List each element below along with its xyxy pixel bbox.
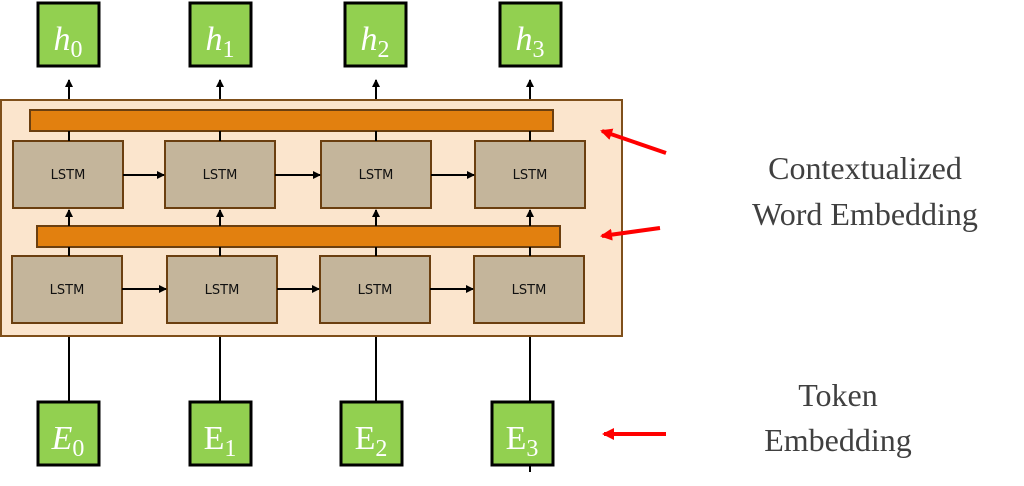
red-arrow-top-layer <box>600 128 667 155</box>
input-box-e1-symbol: E <box>204 420 225 457</box>
lstm-cell: LSTM <box>320 140 432 209</box>
lstm-cell: LSTM <box>474 140 586 209</box>
contextual-label-line2: Word Embedding <box>752 196 978 232</box>
lstm-label: LSTM <box>50 283 85 298</box>
lstm-label: LSTM <box>51 168 86 183</box>
output-box-h1: h1 <box>188 1 253 68</box>
top-combine-bar <box>29 109 554 132</box>
svg-text:h3: h3 <box>516 21 545 63</box>
output-box-h2: h2 <box>343 1 408 68</box>
output-box-h3: h3 <box>498 1 563 68</box>
contextual-label-line1: Contextualized <box>768 150 962 186</box>
input-box-e3: E3 <box>490 400 555 467</box>
input-box-e0: E0 <box>36 400 101 467</box>
input-box-e1-subscript: 1 <box>224 436 236 462</box>
lstm-label: LSTM <box>203 168 238 183</box>
svg-text:E0: E0 <box>51 420 85 462</box>
lstm-label: LSTM <box>512 283 547 298</box>
output-box-h1-symbol: h <box>206 21 223 58</box>
lstm-label: LSTM <box>205 283 240 298</box>
bottom-combine-bar <box>36 225 561 248</box>
svg-text:h2: h2 <box>361 21 390 63</box>
lstm-label: LSTM <box>359 168 394 183</box>
svg-text:E3: E3 <box>506 420 539 462</box>
output-box-h3-subscript: 3 <box>533 37 545 63</box>
input-box-e3-subscript: 3 <box>526 436 538 462</box>
svg-text:E1: E1 <box>204 420 237 462</box>
output-box-h0-subscript: 0 <box>71 37 83 63</box>
lstm-cell: LSTM <box>166 255 278 324</box>
svg-text:E2: E2 <box>355 420 388 462</box>
input-box-e2: E2 <box>339 400 404 467</box>
lstm-label: LSTM <box>358 283 393 298</box>
output-box-h2-subscript: 2 <box>378 37 390 63</box>
input-box-e3-symbol: E <box>506 420 527 457</box>
output-box-h0: h0 <box>36 1 101 68</box>
lstm-label: LSTM <box>513 168 548 183</box>
output-box-h3-symbol: h <box>516 21 533 58</box>
input-box-e0-symbol: E <box>51 420 73 457</box>
lstm-cell: LSTM <box>11 255 123 324</box>
output-box-h1-subscript: 1 <box>223 37 235 63</box>
lstm-cell: LSTM <box>319 255 431 324</box>
lstm-cell: LSTM <box>164 140 276 209</box>
output-box-h0-symbol: h <box>54 21 71 58</box>
lstm-cell: LSTM <box>473 255 585 324</box>
input-box-e0-subscript: 0 <box>72 436 84 462</box>
red-arrow-bottom-layer <box>600 226 661 241</box>
token-label-line1: Token <box>798 377 878 413</box>
input-box-e2-symbol: E <box>355 420 376 457</box>
input-box-e2-subscript: 2 <box>375 436 387 462</box>
token-label-line2: Embedding <box>764 422 912 458</box>
lstm-cell: LSTM <box>12 140 124 209</box>
input-box-e1: E1 <box>188 400 253 467</box>
svg-text:h1: h1 <box>206 21 235 63</box>
output-box-h2-symbol: h <box>361 21 378 58</box>
svg-text:h0: h0 <box>54 21 83 63</box>
